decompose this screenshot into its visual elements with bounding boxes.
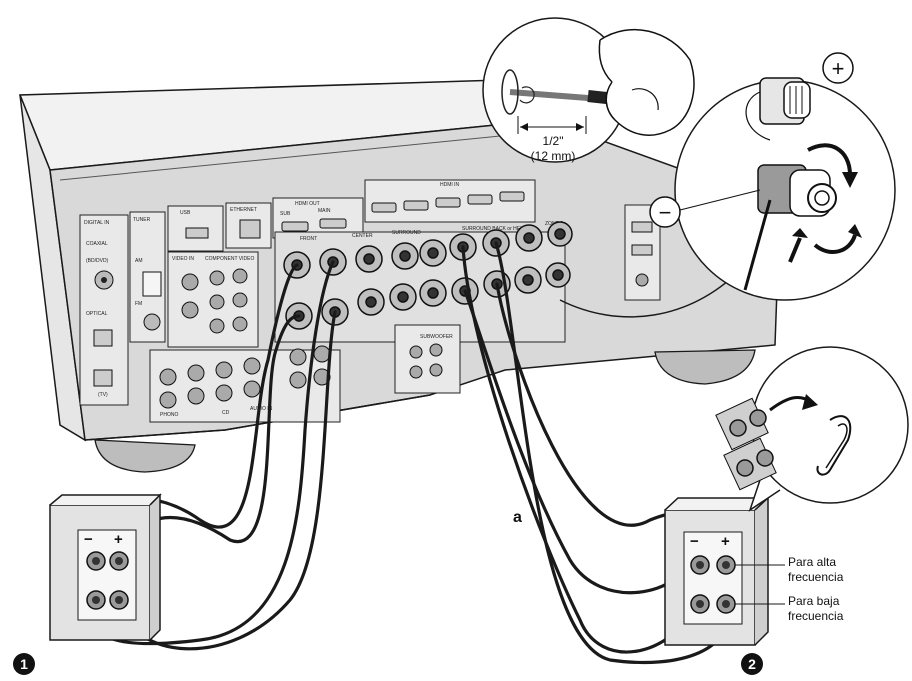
speaker-left-plus: + [114,531,123,548]
label-hdmi-in: HDMI IN [440,182,460,188]
speaker-right: − + [664,496,770,646]
label-surround: SURROUND [392,230,421,236]
label-low-frequency-2: frecuencia [788,609,844,623]
speaker-left-minus: − [84,531,93,548]
plus-terminal [745,77,811,141]
label-cd: CD [222,410,230,416]
minus-terminal [743,164,837,291]
label-coaxial: COAXIAL [86,241,108,247]
label-low-frequency-1: Para baja [788,594,840,608]
strip-length-inches: 1/2" [543,134,564,148]
plus-symbol: + [832,56,845,81]
label-subwoofer: SUBWOOFER [420,334,453,340]
label-hdmi-out: HDMI OUT [295,201,320,207]
speaker-terminals-upper [283,221,573,279]
label-high-frequency-1: Para alta [788,555,836,569]
label-center: CENTER [352,233,373,239]
svg-text:2: 2 [748,656,756,672]
label-front: FRONT [300,236,317,242]
label-optical: OPTICAL [86,311,108,317]
minus-symbol: − [659,200,672,225]
terminal-connection-inset: + − [559,52,896,318]
label-audio-in: AUDIO IN [250,406,273,412]
bridge-removal-inset [715,346,909,512]
speaker-left-number-badge: 1 [13,653,35,675]
label-tuner: TUNER [133,217,151,223]
label-bd-dvd: (BD/DVD) [86,258,109,264]
label-am: AM [135,258,143,264]
label-ethernet: ETHERNET [230,207,257,213]
label-fm: FM [135,301,142,307]
speaker-cables [84,241,730,665]
label-video-in: VIDEO IN [172,256,194,262]
label-phono: PHONO [160,412,178,418]
label-surround-back: SURROUND BACK or HEIGHT [462,226,532,232]
speaker-right-minus: − [690,533,699,550]
speaker-left: − + [49,493,162,641]
strip-length-mm: (12 mm) [531,149,576,163]
label-sub: SUB [280,211,291,217]
speaker-right-plus: + [721,533,730,550]
label-usb: USB [180,210,191,216]
av-receiver: DIGITAL IN COAXIAL (BD/DVD) OPTICAL (TV)… [18,79,781,473]
label-main: MAIN [318,208,331,214]
cable-strip-inset: 1/2" (12 mm) [482,17,695,163]
label-tv: (TV) [98,392,108,398]
label-component: COMPONENT VIDEO [205,256,254,262]
label-digital-in: DIGITAL IN [84,220,110,226]
label-high-frequency-2: frecuencia [788,570,844,584]
speaker-right-number-badge: 2 [741,653,763,675]
svg-text:1: 1 [20,656,28,672]
cable-label: a [513,509,522,526]
